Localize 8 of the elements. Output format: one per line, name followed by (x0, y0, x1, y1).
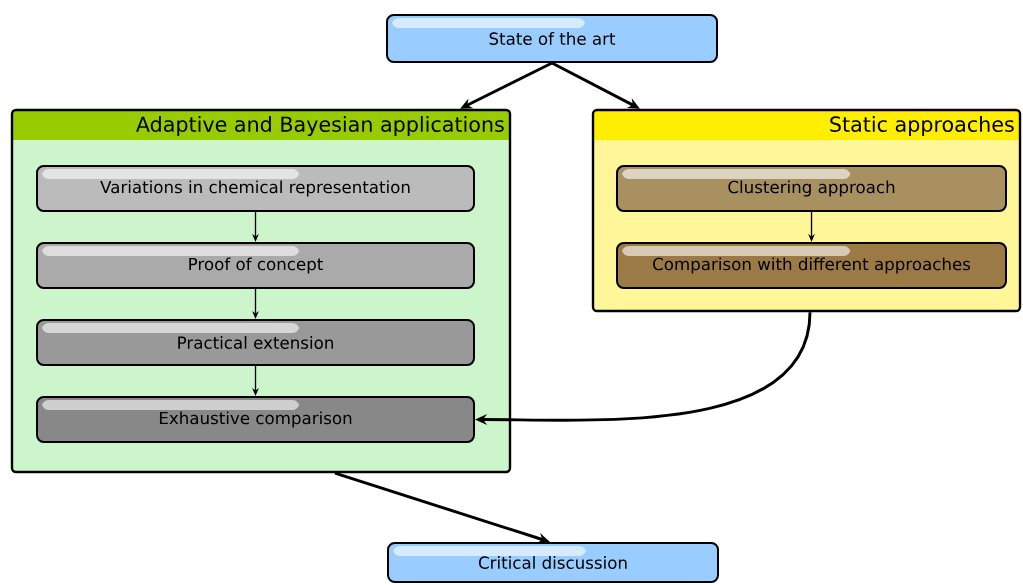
process-box: Clustering approach (616, 165, 1007, 212)
process-box: Critical discussion (387, 542, 719, 583)
process-box: Practical extension (36, 319, 475, 366)
process-box: Variations in chemical representation (36, 165, 475, 212)
process-box: State of the art (386, 14, 718, 63)
process-box: Proof of concept (36, 242, 475, 289)
process-box: Comparison with different approaches (616, 242, 1007, 289)
process-box: Exhaustive comparison (36, 396, 475, 443)
